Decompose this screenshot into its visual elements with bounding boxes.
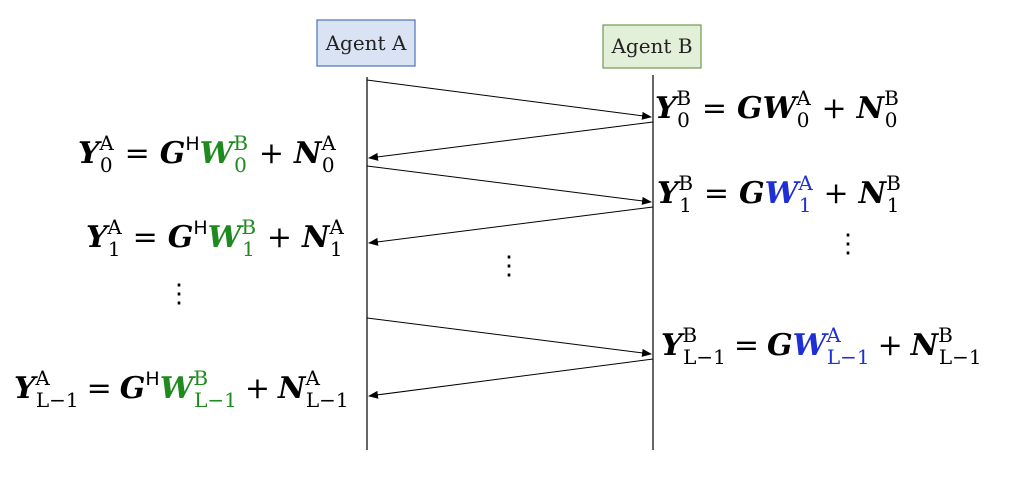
arrow-b-to-a-0 xyxy=(368,121,654,161)
arrow-a-to-b-last xyxy=(366,317,652,357)
ellipsis-agent-a: ⋮ xyxy=(166,279,192,309)
arrow-a-to-b-1 xyxy=(366,165,652,205)
agent-b-box: Agent B xyxy=(602,24,702,69)
ellipsis-middle: ⋮ xyxy=(496,251,522,281)
agent-a-box: Agent A xyxy=(316,19,416,67)
arrow-b-to-a-1 xyxy=(368,206,654,246)
arrow-b-to-a-last xyxy=(368,358,654,399)
agent-b-label: Agent B xyxy=(610,34,692,58)
arrow-a-to-b-0 xyxy=(366,79,652,120)
ellipsis-agent-b: ⋮ xyxy=(835,229,861,259)
agent-a-label: Agent A xyxy=(325,31,407,55)
